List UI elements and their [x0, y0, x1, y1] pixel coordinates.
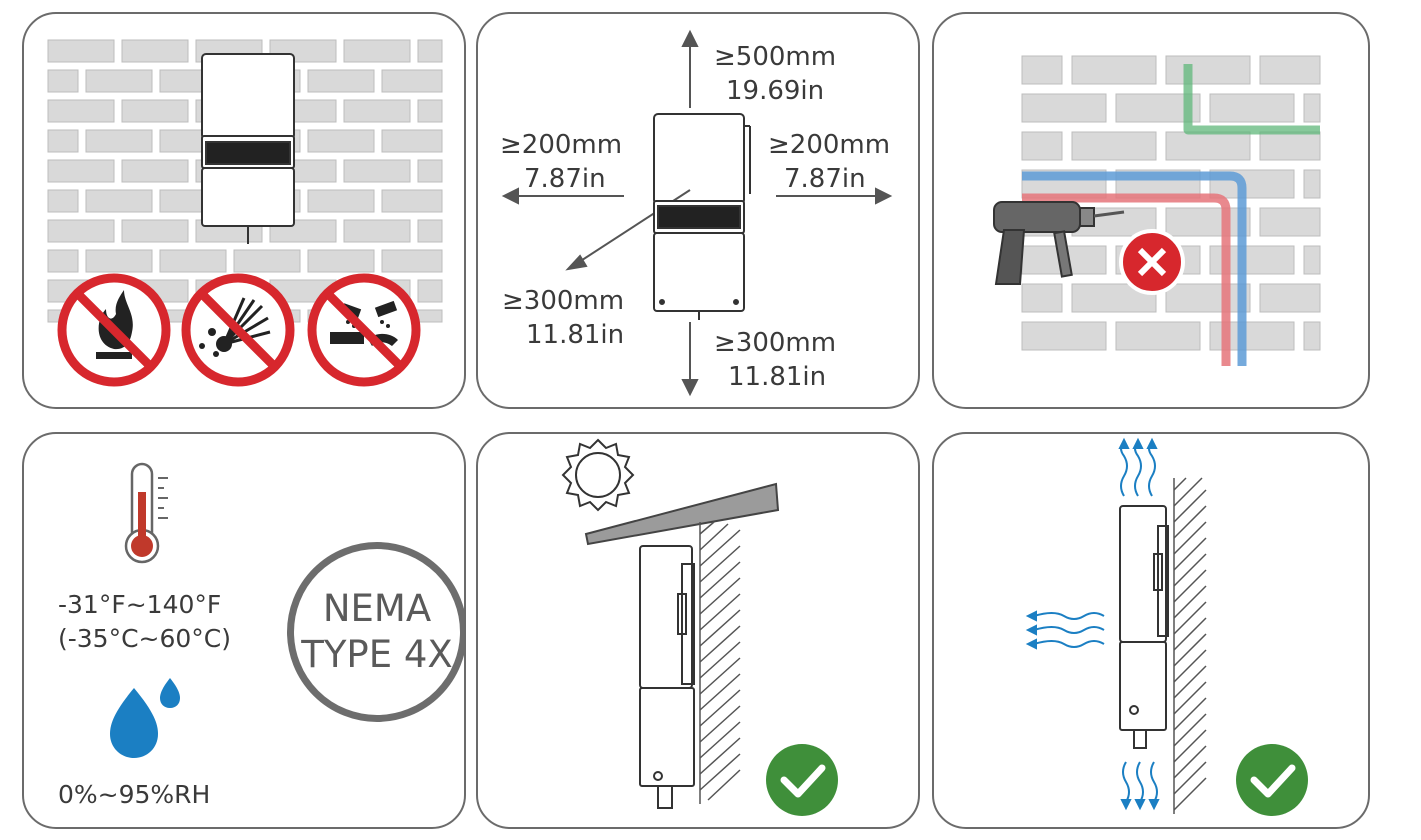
- panel-no-drill-pipes: [932, 12, 1370, 409]
- wall-hatch: [699, 521, 741, 804]
- sun-icon: [561, 438, 635, 512]
- inverter-front: [201, 53, 295, 244]
- drill-scene: [993, 55, 1321, 366]
- front-clearance-in: 11.81in: [526, 320, 625, 350]
- clearance-diagram: [501, 29, 893, 397]
- humidity-range: 0%~95%RH: [58, 780, 211, 809]
- airflow-scene: [1025, 437, 1308, 816]
- check-icon: [766, 744, 838, 816]
- environment-icons: [110, 462, 180, 758]
- left-clearance-mm: ≥200mm: [500, 130, 623, 160]
- temperature-fahrenheit: -31°F~140°F: [58, 590, 222, 619]
- cross-icon: [1119, 229, 1185, 295]
- panel-clearance: ≥500mm 19.69in ≥200mm 7.87in ≥200mm 7.87…: [476, 12, 920, 409]
- right-clearance-in: 7.87in: [784, 164, 866, 194]
- panel-sun-shelter: [476, 432, 920, 829]
- inverter-front: [653, 113, 751, 320]
- inverter-side: [639, 545, 695, 809]
- right-clearance-mm: ≥200mm: [768, 130, 891, 160]
- check-icon: [1236, 744, 1308, 816]
- panel-environment: -31°F~140°F (-35°C~60°C) 0%~95%RH NEMA T…: [22, 432, 466, 829]
- inverter-side: [1119, 505, 1169, 749]
- no-explosive-icon: [181, 273, 295, 387]
- front-clearance-mm: ≥300mm: [502, 286, 625, 316]
- prohibition-scene: [47, 39, 443, 387]
- temperature-celsius: (-35°C~60°C): [58, 624, 232, 653]
- bottom-clearance-mm: ≥300mm: [714, 328, 837, 358]
- panel-airflow: [932, 432, 1370, 829]
- thermometer-icon: [124, 462, 168, 564]
- hidden-pipes: [1022, 64, 1320, 366]
- shelter-scene: [561, 438, 838, 816]
- water-drop-icon: [110, 678, 180, 758]
- top-clearance-in: 19.69in: [726, 76, 825, 106]
- airflow-icon: [1025, 437, 1160, 811]
- nema-line1: NEMA: [322, 587, 432, 630]
- left-clearance-in: 7.87in: [524, 164, 606, 194]
- drill-icon: [993, 201, 1125, 285]
- brick-wall: [47, 39, 443, 323]
- panel-no-flammables: [22, 12, 466, 409]
- nema-rating-badge: NEMA TYPE 4X: [287, 542, 464, 722]
- shelter-roof: [584, 482, 780, 546]
- bottom-clearance-in: 11.81in: [728, 362, 827, 392]
- top-clearance-mm: ≥500mm: [714, 42, 837, 72]
- no-corrosive-icon: [307, 273, 421, 387]
- nema-line2: TYPE 4X: [301, 633, 453, 676]
- no-fire-icon: [57, 273, 171, 387]
- wall-hatch: [1173, 477, 1207, 814]
